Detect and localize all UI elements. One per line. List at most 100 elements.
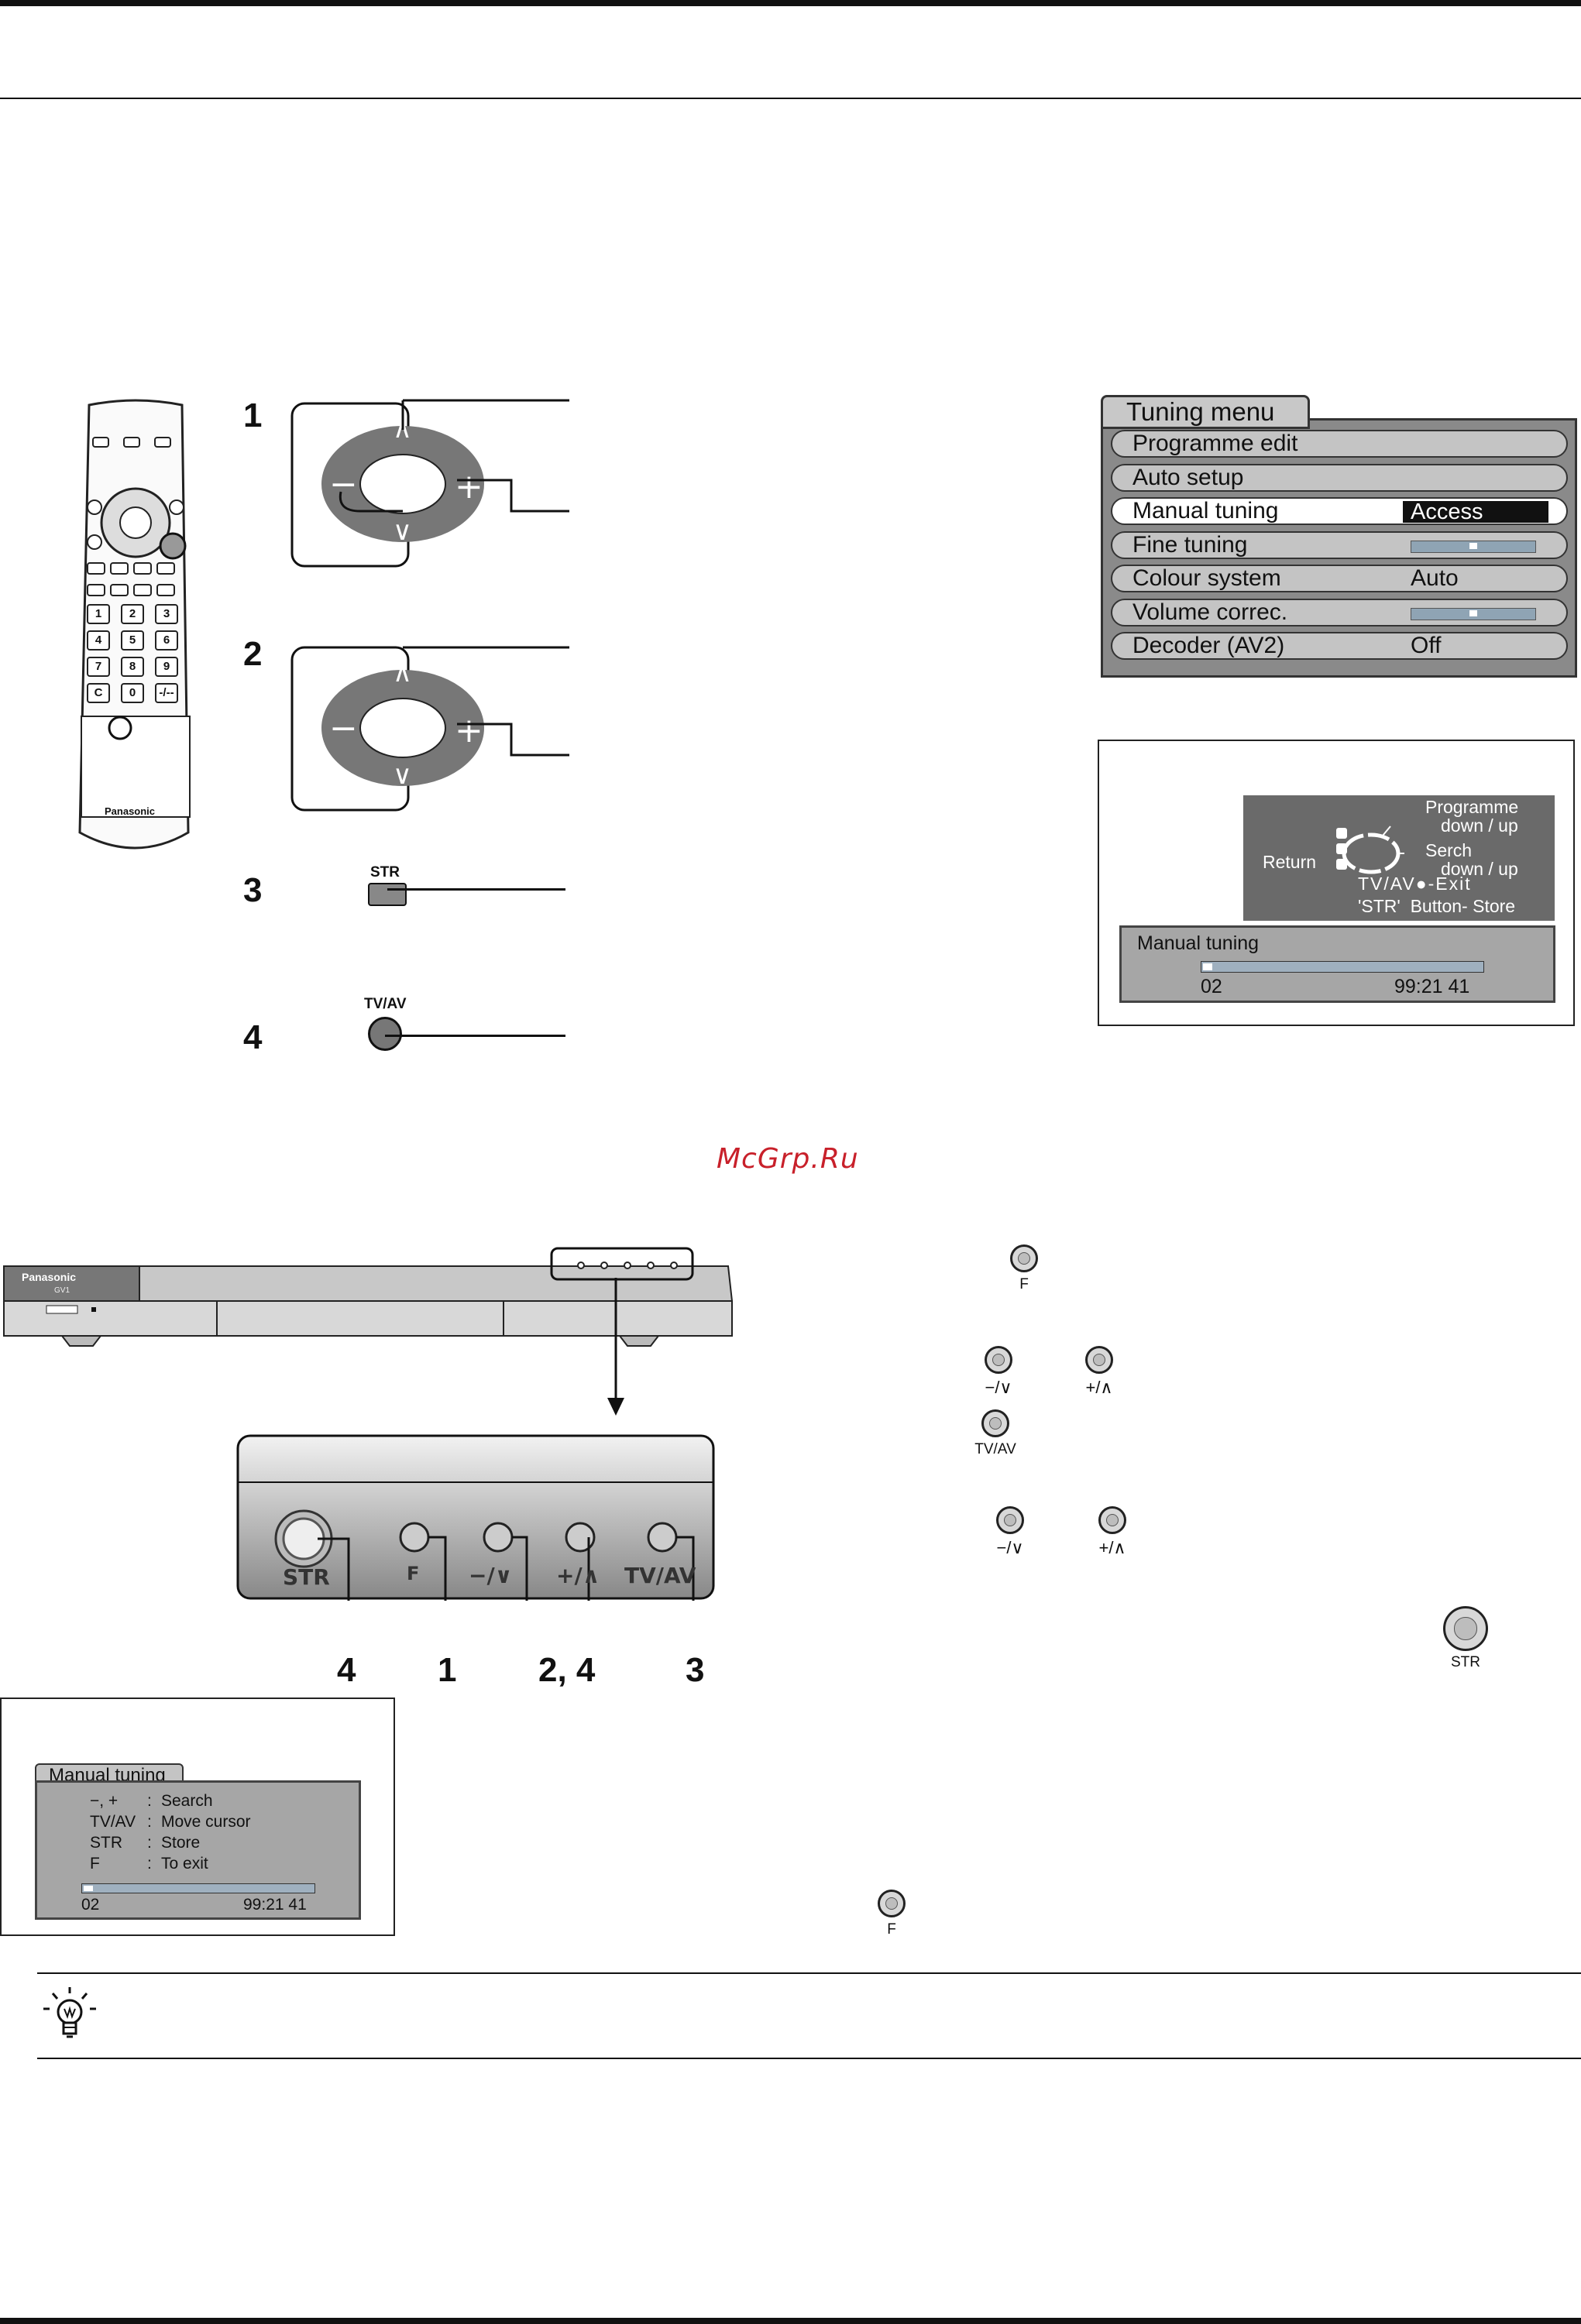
- osd-manual-panel: Manual tuning 02 99:21 41: [1119, 925, 1555, 1003]
- tuning-menu-item-label: Colour system: [1132, 565, 1281, 591]
- osd-programme: Programme: [1425, 797, 1519, 817]
- str-button-right[interactable]: [1443, 1606, 1488, 1651]
- osd-small-frequency: 99:21 41: [243, 1896, 307, 1914]
- hint-rule-bottom: [37, 2058, 1581, 2059]
- tuning-menu-item-value: Access: [1403, 501, 1548, 524]
- remote-key[interactable]: 7: [87, 657, 110, 677]
- tuning-menu-item[interactable]: Decoder (AV2) Off: [1111, 632, 1568, 660]
- osd-small-key: STR: [90, 1834, 122, 1852]
- tuning-menu-item-value: Off: [1411, 633, 1442, 658]
- panel-button-label: F: [407, 1563, 420, 1584]
- osd-return: Return: [1263, 852, 1317, 872]
- callout-number: 2, 4: [538, 1651, 596, 1689]
- minus-down-label-1: −/∨: [985, 1378, 1012, 1397]
- plus-up-button-2[interactable]: [1098, 1506, 1126, 1534]
- remote-key[interactable]: -/--: [155, 683, 178, 703]
- plus-up-label-2: +/∧: [1098, 1538, 1126, 1557]
- remote-key[interactable]: 6: [155, 630, 178, 651]
- callout-number: 3: [686, 1651, 705, 1689]
- plus-up-button-1[interactable]: [1085, 1346, 1113, 1374]
- osd-search: Serch: [1425, 840, 1473, 860]
- hint-rule-top: [37, 1972, 1581, 1974]
- minus-down-button-2[interactable]: [996, 1506, 1024, 1534]
- remote-key[interactable]: 9: [155, 657, 178, 677]
- str-leader: [387, 888, 565, 891]
- remote-key[interactable]: 2: [121, 604, 144, 624]
- tuning-menu-item[interactable]: Programme edit: [1111, 430, 1568, 458]
- callout-number: 4: [337, 1651, 356, 1689]
- osd-small-key: TV/AV: [90, 1813, 136, 1831]
- tuning-menu-title: Tuning menu: [1101, 395, 1310, 429]
- dpad-step1[interactable]: ∧ ∨ − +: [290, 399, 569, 573]
- osd-channel: 02: [1201, 976, 1222, 997]
- f-label-2: F: [887, 1921, 896, 1938]
- panel-button-label: STR: [283, 1564, 330, 1590]
- remote-key[interactable]: 3: [155, 604, 178, 624]
- step-1: 1: [243, 396, 263, 434]
- step-2: 2: [243, 635, 263, 673]
- osd-small-key: F: [90, 1855, 100, 1873]
- unit-brand: Panasonic: [22, 1271, 77, 1283]
- tuning-menu-item[interactable]: Colour system Auto: [1111, 565, 1568, 592]
- tuning-menu-item-value: Auto: [1411, 565, 1459, 591]
- tuning-menu-item[interactable]: Auto setup: [1111, 463, 1568, 492]
- tvav-key[interactable]: [368, 1017, 402, 1051]
- osd-small-colon: :: [147, 1834, 152, 1852]
- remote-key[interactable]: 1: [87, 604, 110, 624]
- osd-exit: TV/AV●-Exit: [1358, 874, 1472, 894]
- tvav-button-right[interactable]: [981, 1409, 1009, 1437]
- bottom-bar: [0, 2318, 1581, 2324]
- step-4: 4: [243, 1018, 263, 1056]
- osd-small-desc: Store: [161, 1834, 201, 1852]
- dpad-step2[interactable]: ∧ ∨ − +: [290, 643, 569, 817]
- svg-text:∧: ∧: [393, 657, 412, 688]
- tuning-menu-item[interactable]: Fine tuning: [1111, 530, 1568, 559]
- zoom-arrow-icon: [607, 1278, 624, 1416]
- tuning-menu-item[interactable]: Volume correc.: [1111, 598, 1568, 626]
- remote-key[interactable]: 5: [121, 630, 144, 651]
- osd-small-desc: To exit: [161, 1855, 208, 1873]
- unit-front-view: [2, 1247, 734, 1347]
- control-panel-zoom: [236, 1434, 715, 1601]
- f-label-1: F: [1019, 1276, 1029, 1292]
- osd-small-progress-fill: [84, 1886, 93, 1891]
- str-key[interactable]: [368, 883, 407, 906]
- minus-down-button-1[interactable]: [985, 1346, 1012, 1374]
- osd-store: 'STR' Button- Store: [1358, 896, 1516, 916]
- f-button-1[interactable]: [1010, 1244, 1038, 1272]
- remote-key[interactable]: 8: [121, 657, 144, 677]
- f-button-2[interactable]: [878, 1890, 906, 1917]
- str-key-label: STR: [370, 864, 400, 881]
- osd-small-key: −, +: [90, 1792, 119, 1810]
- osd-down-up-2: down / up: [1441, 859, 1518, 879]
- remote-key[interactable]: C: [87, 683, 110, 703]
- watermark: McGrp.Ru: [717, 1143, 859, 1175]
- panel-button-label: −/∨: [469, 1563, 513, 1588]
- step-3: 3: [243, 871, 263, 909]
- hint-bulb-icon: [43, 1987, 96, 2038]
- svg-text:+: +: [455, 711, 483, 750]
- dot-stack-icon: [1336, 828, 1349, 870]
- tuning-menu-item-label: Decoder (AV2): [1132, 633, 1285, 658]
- unit-model: GV1: [54, 1286, 70, 1295]
- top-bar: [0, 0, 1581, 6]
- osd-frequency: 99:21 41: [1394, 976, 1470, 997]
- minus-down-label-2: −/∨: [996, 1538, 1024, 1557]
- panel-button-label: +/∧: [556, 1563, 600, 1588]
- osd-small-channel: 02: [81, 1896, 100, 1914]
- remote-key[interactable]: 0: [121, 683, 144, 703]
- tuning-menu-item-bar: [1411, 607, 1536, 620]
- osd-manual-title: Manual tuning: [1137, 932, 1260, 954]
- svg-text:−: −: [329, 709, 358, 748]
- tuning-menu-item-label: Programme edit: [1132, 431, 1298, 456]
- osd-small-desc: Move cursor: [161, 1813, 251, 1831]
- tuning-menu-item-bar: [1411, 540, 1536, 553]
- header-rule: [0, 98, 1581, 99]
- remote-brand: Panasonic: [105, 805, 156, 817]
- osd-progress-fill: [1203, 963, 1212, 970]
- remote-key[interactable]: 4: [87, 630, 110, 651]
- osd-small-colon: :: [147, 1792, 152, 1810]
- tuning-menu-item-label: Fine tuning: [1132, 531, 1248, 558]
